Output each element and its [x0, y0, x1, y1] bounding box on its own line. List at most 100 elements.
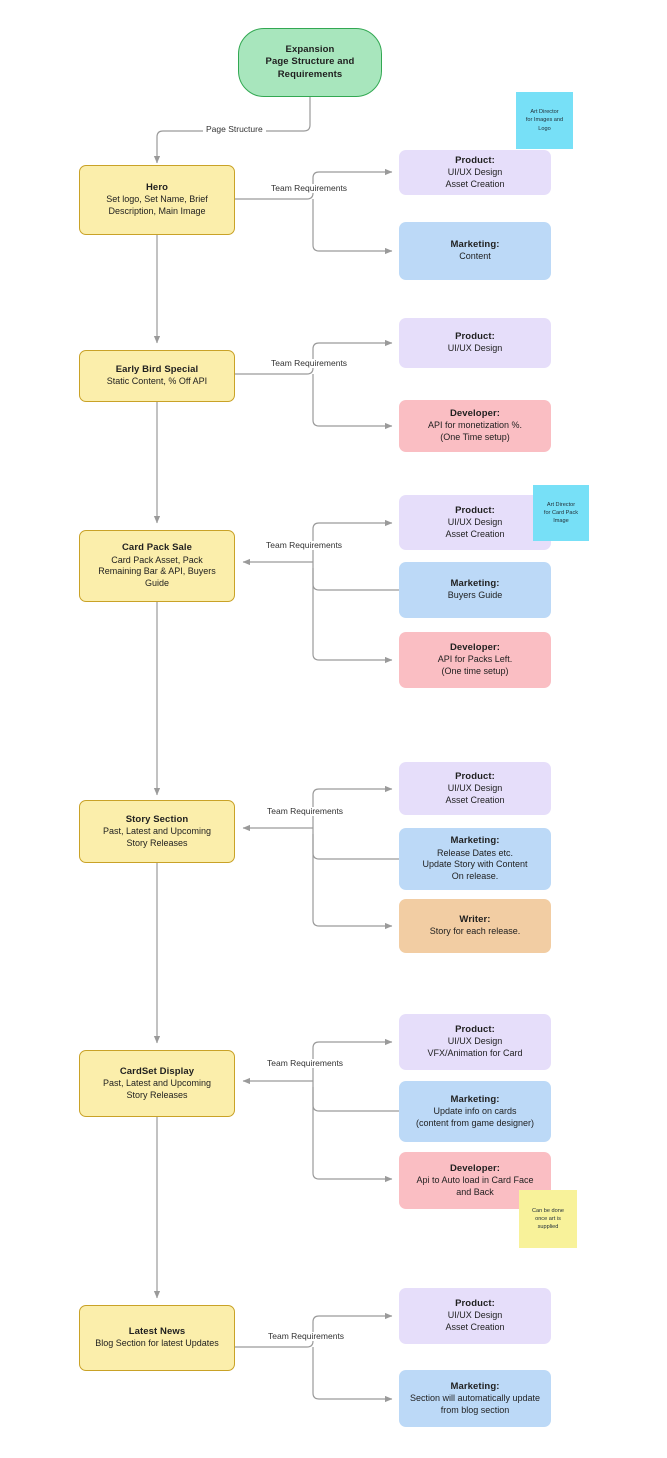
team-role: Developer: [449, 1162, 501, 1174]
edge-label-team-requirements-hero: Team Requirements [268, 183, 351, 194]
team-detail-2: Asset Creation [445, 794, 505, 805]
team-detail-1: UI/UX Design [447, 343, 503, 354]
team-role: Developer: [449, 642, 501, 654]
team-box-hero-marketing[interactable]: Marketing: Content [399, 222, 551, 280]
note-line-1: Art Director [530, 109, 559, 116]
team-detail-1: Section will automatically update [409, 1392, 541, 1403]
start-line-2: Page Structure and [265, 56, 355, 68]
edge-cardpack-marketing [312, 568, 399, 591]
edge-cardset-marketing [312, 1087, 399, 1112]
note-line-2: for Images and [525, 117, 564, 124]
team-detail-1: Story for each release. [429, 926, 521, 937]
team-box-card-pack-product[interactable]: Product: UI/UX Design Asset Creation [399, 495, 551, 550]
edge-cardset-developer [312, 1081, 393, 1183]
sticky-note-art-director-images[interactable]: Art Director for Images and Logo [516, 92, 573, 149]
node-start[interactable]: Expansion Page Structure and Requirement… [238, 28, 382, 97]
team-detail-2: Asset Creation [445, 528, 505, 539]
node-sub-1: Past, Latest and Upcoming [102, 825, 212, 836]
team-box-cardset-product[interactable]: Product: UI/UX Design VFX/Animation for … [399, 1014, 551, 1070]
team-detail-1: Content [459, 251, 491, 262]
team-detail-1: Buyers Guide [447, 590, 503, 601]
edge-label-page-structure: Page Structure [203, 124, 266, 135]
note-line-3: Logo [538, 125, 551, 132]
node-sub-1: Set logo, Set Name, Brief [106, 194, 208, 205]
team-detail-2: (One time setup) [441, 666, 509, 677]
node-sub-2: Story Releases [126, 837, 188, 848]
node-title: CardSet Display [119, 1065, 195, 1077]
node-title: Story Section [125, 813, 189, 825]
team-box-latest-news-marketing[interactable]: Marketing: Section will automatically up… [399, 1370, 551, 1427]
team-detail-1: UI/UX Design [447, 166, 503, 177]
node-story-section[interactable]: Story Section Past, Latest and Upcoming … [79, 800, 235, 863]
team-detail-1: UI/UX Design [447, 1036, 503, 1047]
node-latest-news[interactable]: Latest News Blog Section for latest Upda… [79, 1305, 235, 1371]
team-detail-2: Asset Creation [445, 1322, 505, 1333]
team-detail-3: On release. [451, 871, 499, 882]
team-detail-2: (content from game designer) [415, 1117, 535, 1128]
team-box-latest-news-product[interactable]: Product: UI/UX Design Asset Creation [399, 1288, 551, 1344]
team-role: Product: [455, 1024, 495, 1036]
edge-label-team-requirements-story: Team Requirements [264, 806, 347, 817]
team-detail-1: API for monetization %. [427, 420, 523, 431]
node-card-pack-sale[interactable]: Card Pack Sale Card Pack Asset, Pack Rem… [79, 530, 235, 602]
team-box-early-bird-product[interactable]: Product: UI/UX Design [399, 318, 551, 368]
team-box-early-bird-developer[interactable]: Developer: API for monetization %. (One … [399, 400, 551, 452]
node-sub-1: Blog Section for latest Updates [95, 1338, 219, 1349]
start-line-1: Expansion [285, 43, 335, 55]
edge-latestnews-marketing [312, 1347, 393, 1403]
node-title: Latest News [128, 1325, 186, 1337]
sticky-note-art-director-card-pack[interactable]: Art Director for Card Pack Image [533, 485, 589, 541]
node-sub-1: Card Pack Asset, Pack [111, 554, 203, 565]
team-role: Marketing: [450, 238, 500, 250]
team-detail-1: UI/UX Design [447, 1310, 503, 1321]
team-box-story-writer[interactable]: Writer: Story for each release. [399, 899, 551, 953]
team-detail-2: Asset Creation [445, 178, 505, 189]
edges-group [153, 97, 399, 1403]
team-role: Product: [455, 154, 495, 166]
team-role: Product: [455, 330, 495, 342]
node-early-bird-special[interactable]: Early Bird Special Static Content, % Off… [79, 350, 235, 402]
edge-label-team-requirements-latest-news: Team Requirements [265, 1331, 348, 1342]
start-line-3: Requirements [277, 68, 343, 80]
node-sub-2: Description, Main Image [108, 206, 206, 217]
node-hero[interactable]: Hero Set logo, Set Name, Brief Descripti… [79, 165, 235, 235]
edge-story-marketing [312, 834, 399, 860]
team-role: Marketing: [450, 835, 500, 847]
team-box-card-pack-developer[interactable]: Developer: API for Packs Left. (One time… [399, 632, 551, 688]
edge-label-team-requirements-card-pack: Team Requirements [263, 540, 346, 551]
note-line-1: Can be done [531, 1207, 565, 1214]
node-title: Hero [145, 182, 169, 194]
team-detail-1: Api to Auto load in Card Face [416, 1174, 534, 1185]
team-box-hero-product[interactable]: Product: UI/UX Design Asset Creation [399, 150, 551, 195]
node-sub-2: Remaining Bar & API, Buyers [98, 566, 216, 577]
team-box-card-pack-marketing[interactable]: Marketing: Buyers Guide [399, 562, 551, 618]
team-box-story-marketing[interactable]: Marketing: Release Dates etc. Update Sto… [399, 828, 551, 890]
team-role: Writer: [459, 913, 491, 925]
team-detail-2: VFX/Animation for Card [427, 1048, 523, 1059]
team-detail-1: Release Dates etc. [436, 847, 514, 858]
edge-hero-marketing [312, 199, 393, 255]
edge-label-team-requirements-early-bird: Team Requirements [268, 358, 351, 369]
team-role: Marketing: [450, 1093, 500, 1105]
note-line-3: Image [553, 518, 569, 525]
team-role: Marketing: [450, 1380, 500, 1392]
team-role: Marketing: [450, 577, 500, 589]
team-detail-1: UI/UX Design [447, 782, 503, 793]
edge-label-team-requirements-cardset: Team Requirements [264, 1058, 347, 1069]
node-cardset-display[interactable]: CardSet Display Past, Latest and Upcomin… [79, 1050, 235, 1117]
team-detail-1: Update info on cards [433, 1105, 517, 1116]
team-box-cardset-marketing[interactable]: Marketing: Update info on cards (content… [399, 1081, 551, 1142]
node-title: Early Bird Special [115, 363, 199, 375]
sticky-note-art-supplied[interactable]: Can be done once art is supplied [519, 1190, 577, 1248]
team-role: Product: [455, 1298, 495, 1310]
edge-cardpack-developer [312, 562, 393, 664]
node-sub-2: Story Releases [126, 1089, 188, 1100]
node-sub-3: Guide [144, 578, 170, 589]
team-detail-1: API for Packs Left. [437, 654, 513, 665]
edge-story-writer [312, 828, 393, 930]
team-role: Product: [455, 770, 495, 782]
team-detail-2: Update Story with Content [422, 859, 528, 870]
team-detail-2: from blog section [440, 1404, 510, 1415]
team-box-story-product[interactable]: Product: UI/UX Design Asset Creation [399, 762, 551, 815]
